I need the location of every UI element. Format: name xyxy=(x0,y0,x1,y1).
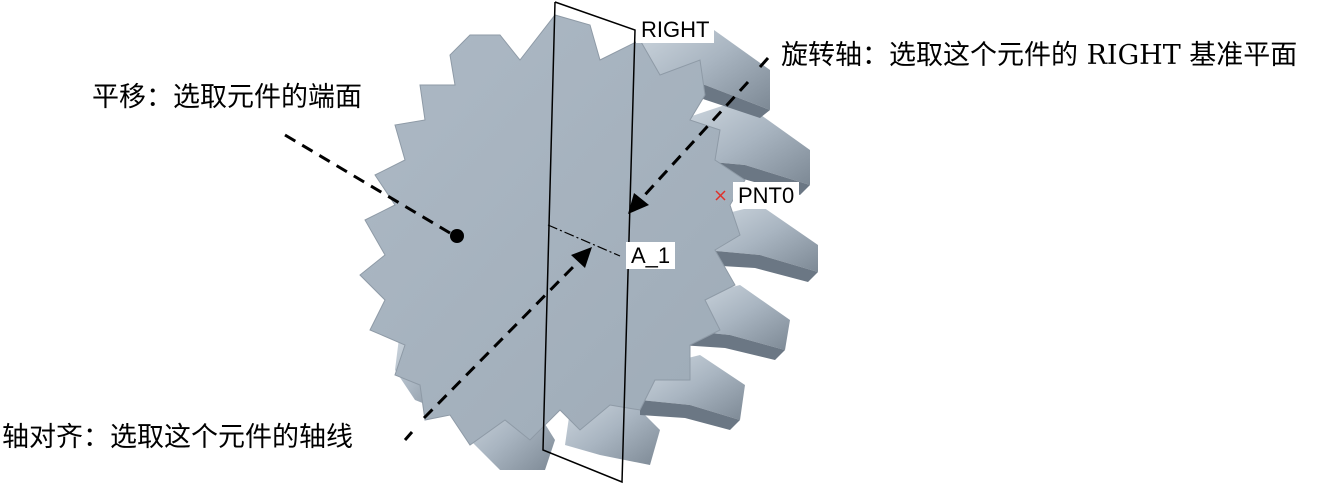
right-plane-label: RIGHT xyxy=(636,16,715,44)
leader-rotation-axis xyxy=(628,57,770,214)
callout-axis-align: 轴对齐：选取这个元件的轴线 xyxy=(2,422,353,453)
leader-arrowhead xyxy=(628,193,649,214)
gear-front-face xyxy=(359,14,746,446)
gear-tooth-shadow xyxy=(680,330,785,360)
right-datum-plane xyxy=(542,1,636,484)
callout-rotation-axis: 旋转轴：选取这个元件的 RIGHT 基准平面 xyxy=(781,40,1298,71)
gear-tooth-side xyxy=(680,285,790,350)
pnt0-label: PNT0 xyxy=(733,182,800,210)
gear-tooth-shadow xyxy=(705,250,818,282)
axis-a1-label: A_1 xyxy=(626,242,676,270)
leader-translate xyxy=(284,133,464,243)
leader-axis-align xyxy=(403,247,592,441)
axis-a1-centerline xyxy=(547,224,621,257)
gear-tooth-side xyxy=(680,100,810,185)
gear-tooth-shadow xyxy=(640,400,740,430)
callout-translate: 平移：选取元件的端面 xyxy=(92,82,362,113)
datum-plane-outline xyxy=(542,1,636,484)
leader-arrowhead xyxy=(571,247,592,268)
datum-point-marker-icon xyxy=(715,190,726,201)
leader-dot xyxy=(450,229,464,243)
